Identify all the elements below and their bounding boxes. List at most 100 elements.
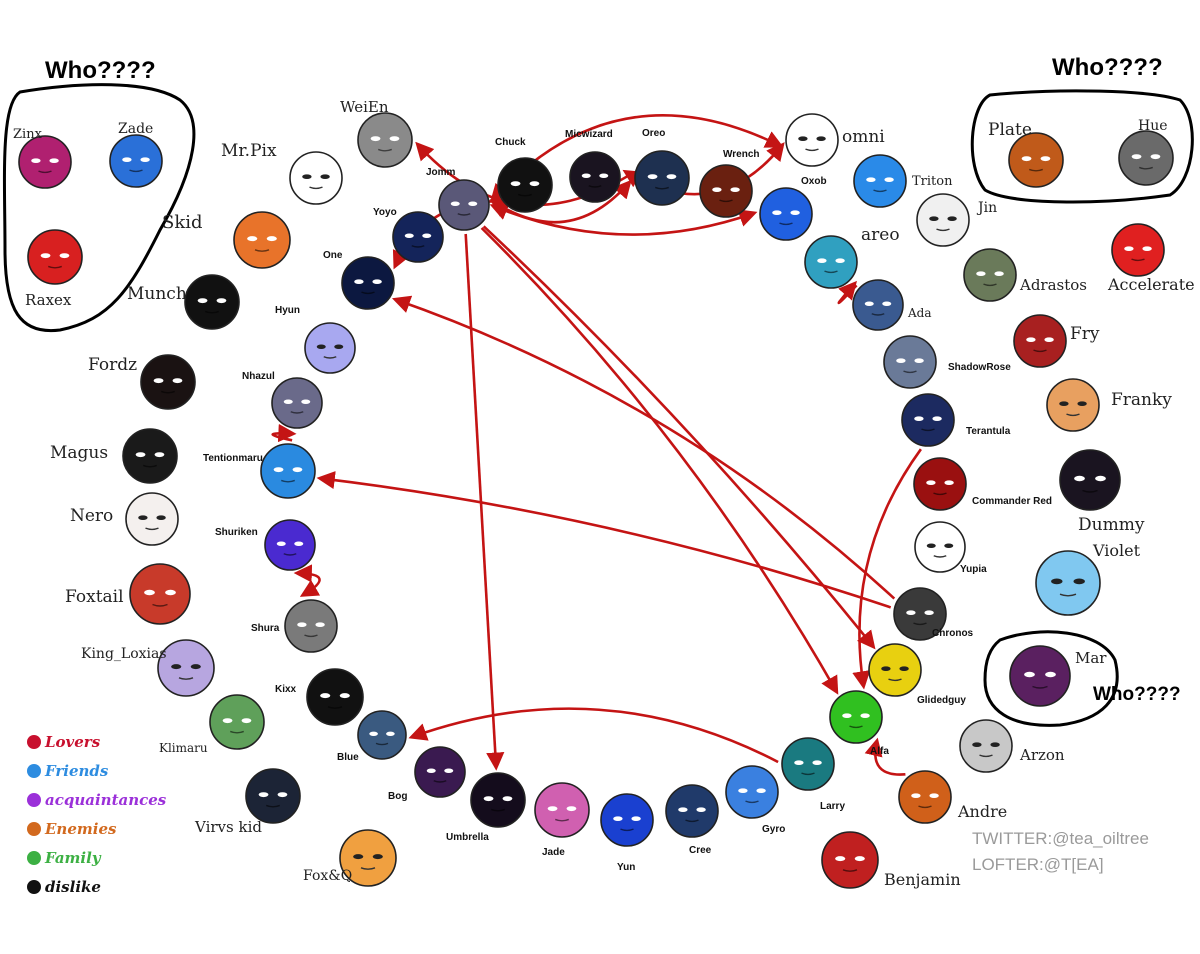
character-weien-label: WeiEn (340, 98, 389, 116)
character-violet-label: Violet (1092, 541, 1141, 560)
character-nero-eye-left (138, 515, 148, 521)
character-shuriken-label: Shuriken (215, 527, 258, 538)
character-benjamin-eye-left (835, 856, 846, 862)
character-adrastos: Adrastos (963, 248, 1087, 302)
legend-label-3: Enemies (44, 820, 117, 838)
character-jin-face (916, 193, 970, 247)
character-skid-face (233, 211, 291, 269)
character-kixx-eye-left (320, 693, 331, 699)
character-shura-mouth (304, 634, 318, 638)
legend-label-5: dislike (45, 878, 101, 896)
credit-lofter: LOFTER:@T[EA] (972, 855, 1104, 874)
legend-dot-0 (27, 735, 41, 749)
character-foxtail-face (129, 563, 191, 625)
character-wrench: Wrench (699, 149, 760, 218)
character-umbrella-label: Umbrella (446, 832, 489, 843)
character-ada-mouth (871, 313, 885, 316)
character-omni-label: omni (842, 127, 885, 147)
arrow-andre-to-alfa (864, 737, 906, 776)
character-nhazul-label: Nhazul (242, 371, 275, 382)
character-oreo-label: Oreo (642, 128, 665, 139)
character-yupia-eye-left (926, 543, 936, 548)
character-zinx-mouth (38, 170, 52, 174)
character-hue-label: Hue (1138, 118, 1168, 134)
character-jade-mouth (554, 818, 570, 822)
character-franky-face (1046, 378, 1100, 432)
character-munch-eye-right (216, 298, 227, 304)
who-label-mar: Who???? (1093, 684, 1181, 705)
character-jin-eye-right (947, 216, 957, 222)
character-foxq-face (339, 829, 397, 887)
character-foxtail-eye-right (165, 589, 176, 596)
character-nero: Nero (70, 492, 179, 546)
character-oreo-face (634, 150, 690, 206)
character-shadowrose-mouth (903, 370, 917, 374)
character-fordz-label: Fordz (88, 355, 137, 375)
character-micwizard-mouth (588, 185, 602, 188)
character-shadowrose-face (883, 335, 937, 389)
character-terantula-mouth (921, 428, 935, 432)
character-alfa: Alfa (829, 690, 889, 757)
character-dummy-label: Dummy (1078, 515, 1145, 535)
character-weien-eye-right (389, 136, 400, 142)
character-commanderred-eye-right (944, 480, 954, 486)
character-yupia-eye-right (944, 543, 954, 548)
character-mar-eye-right (1045, 671, 1056, 678)
character-triton: Triton (853, 154, 953, 208)
character-andre-face (898, 770, 952, 824)
character-umbrella-eye-right (502, 796, 513, 802)
character-jomm-eye-left (450, 201, 460, 206)
character-fordz: Fordz (88, 354, 196, 410)
character-zade-mouth (129, 169, 143, 173)
character-raxex-label: Raxex (25, 291, 72, 309)
character-shadowrose-label: ShadowRose (948, 362, 1011, 373)
character-fry-eye-left (1026, 337, 1036, 343)
character-nhazul: Nhazul (242, 371, 323, 429)
character-andre-eye-left (911, 793, 921, 799)
character-shura-eye-left (297, 622, 307, 628)
character-munch-face (184, 274, 240, 330)
character-franky-mouth (1066, 413, 1080, 417)
character-yun-face (600, 793, 654, 847)
character-wrench-eye-left (712, 187, 722, 193)
character-hyun-eye-left (316, 344, 326, 349)
character-kingloxias-eye-left (171, 664, 182, 670)
character-munch-eye-left (197, 298, 208, 304)
character-alfa-face (829, 690, 883, 744)
character-violet-eye-right (1073, 578, 1085, 585)
character-yupia-mouth (933, 555, 947, 558)
character-cree: Cree (665, 784, 719, 856)
character-omni-face (785, 113, 839, 167)
character-weien-mouth (377, 148, 393, 152)
character-wrench-mouth (719, 199, 733, 203)
character-violet-face (1035, 550, 1101, 616)
legend-dot-1 (27, 764, 41, 778)
character-terantula-eye-right (932, 416, 942, 422)
character-nero-eye-right (156, 515, 166, 521)
character-zade-eye-left (122, 157, 132, 163)
character-skid-eye-left (247, 236, 258, 242)
character-ada-eye-left (864, 301, 874, 306)
character-blue-label: Blue (337, 752, 359, 763)
character-raxex: Raxex (25, 229, 83, 309)
character-tentionmaru-label: Tentionmaru (203, 453, 263, 464)
character-virvskid-face (245, 768, 301, 824)
character-dummy-eye-right (1095, 475, 1106, 482)
character-glidedguy-face (868, 643, 922, 697)
character-adrastos-eye-right (994, 271, 1004, 277)
character-one-eye-left (354, 279, 364, 285)
character-klimaru-label: Klimaru (159, 741, 208, 755)
character-benjamin-eye-right (854, 856, 865, 862)
character-bog-eye-left (426, 768, 436, 773)
character-foxq-eye-right (372, 854, 383, 860)
character-virvskid-eye-right (277, 792, 288, 798)
character-chronos-mouth (913, 622, 927, 626)
character-benjamin-label: Benjamin (884, 870, 961, 889)
character-micwizard-eye-left (581, 173, 591, 178)
character-yun: Yun (600, 793, 654, 873)
character-dummy-face (1059, 449, 1121, 511)
character-kixx: Kixx (275, 668, 364, 726)
character-one-mouth (361, 291, 375, 295)
character-raxex-face (27, 229, 83, 285)
character-ada: Ada (852, 279, 932, 331)
